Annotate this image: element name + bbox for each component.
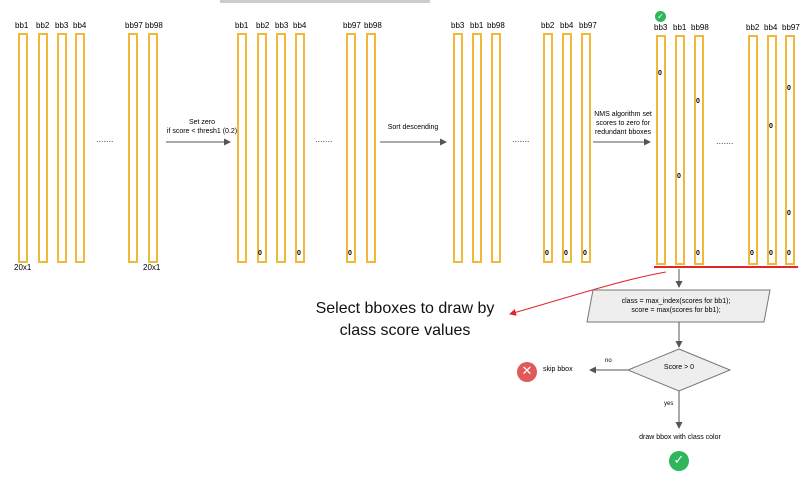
process-line: score = max(scores for bb1); <box>631 307 721 314</box>
step-line: redundant bboxes <box>594 129 652 136</box>
score-bar <box>543 33 553 263</box>
step-line: scores to zero for <box>595 120 651 127</box>
bar-label: bb2 <box>746 23 760 32</box>
bar-label: bb97 <box>125 21 143 30</box>
process-line: class = max_index(scores for bb1); <box>621 298 731 305</box>
zero-score: 0 <box>787 210 791 217</box>
bar-label: bb98 <box>145 21 163 30</box>
flow-caption: Select bboxes to draw by class score val… <box>300 298 510 342</box>
score-bar <box>656 35 666 265</box>
bar-label: bb1 <box>673 23 687 32</box>
zero-score: 0 <box>769 250 773 257</box>
bar-label: bb4 <box>560 21 574 30</box>
zero-score: 0 <box>583 250 587 257</box>
zero-score: 0 <box>658 70 662 77</box>
zero-score: 0 <box>787 85 791 92</box>
caption-line: Select bboxes to draw by <box>315 300 495 317</box>
score-bar <box>346 33 356 263</box>
score-bar <box>75 33 85 263</box>
process-box: class = max_index(scores for bb1); score… <box>587 290 765 322</box>
bar-label: bb1 <box>470 21 484 30</box>
bar-label: bb4 <box>73 21 87 30</box>
bar-label: bb98 <box>487 21 505 30</box>
bar-label: bb1 <box>235 21 249 30</box>
score-bar <box>491 33 501 263</box>
score-bar <box>276 33 286 263</box>
step-nms: NMS algorithm set scores to zero for red… <box>589 110 657 137</box>
dimension-label: 20x1 <box>14 263 32 272</box>
zero-score: 0 <box>545 250 549 257</box>
bar-label: bb2 <box>541 21 555 30</box>
zero-score: 0 <box>696 98 700 105</box>
zero-score: 0 <box>787 250 791 257</box>
caption-line: class score values <box>339 322 471 339</box>
step-line: Set zero <box>188 119 216 126</box>
score-bar <box>748 35 758 265</box>
score-bar <box>257 33 267 263</box>
bar-label: bb3 <box>55 21 69 30</box>
zero-score: 0 <box>564 250 568 257</box>
ellipsis: ....... <box>512 134 530 144</box>
check-icon: ✓ <box>655 11 666 22</box>
score-bar <box>38 33 48 263</box>
score-bar <box>785 35 795 265</box>
yes-branch-label: yes <box>664 401 674 407</box>
score-bar <box>767 35 777 265</box>
bar-label: bb97 <box>343 21 361 30</box>
bar-label: bb98 <box>691 23 709 32</box>
score-bar <box>453 33 463 263</box>
bar-label: bb2 <box>256 21 270 30</box>
score-bar <box>18 33 28 263</box>
score-bar <box>581 33 591 263</box>
score-bar <box>675 35 685 265</box>
score-bar <box>148 33 158 263</box>
draw-label: draw bbox with class color <box>639 434 721 441</box>
check-icon: ✓ <box>669 451 689 471</box>
zero-score: 0 <box>677 173 681 180</box>
zero-score: 0 <box>297 250 301 257</box>
cross-icon: ✕ <box>517 362 537 382</box>
bar-label: bb2 <box>36 21 50 30</box>
bar-label: bb1 <box>15 21 29 30</box>
bar-label: bb3 <box>451 21 465 30</box>
step-set-zero: Set zero if score < thresh1 (0.2) <box>158 118 246 136</box>
no-branch-label: no <box>605 358 612 364</box>
score-bar <box>237 33 247 263</box>
zero-score: 0 <box>696 250 700 257</box>
score-bar <box>57 33 67 263</box>
score-bar <box>472 33 482 263</box>
bar-label: bb97 <box>782 23 800 32</box>
zero-score: 0 <box>769 123 773 130</box>
ellipsis: ....... <box>96 134 114 144</box>
zero-score: 0 <box>750 250 754 257</box>
decision-label: Score > 0 <box>663 364 695 371</box>
ellipsis: ....... <box>315 134 333 144</box>
skip-label: skip bbox <box>543 366 573 373</box>
ellipsis: ....... <box>716 136 734 146</box>
dimension-label: 20x1 <box>143 263 161 272</box>
score-bar <box>128 33 138 263</box>
zero-score: 0 <box>348 250 352 257</box>
bar-label: bb4 <box>764 23 778 32</box>
score-bar <box>366 33 376 263</box>
bar-label: bb3 <box>654 23 668 32</box>
step-sort: Sort descending <box>387 124 439 131</box>
bar-label: bb3 <box>275 21 289 30</box>
bar-label: bb4 <box>293 21 307 30</box>
score-bar <box>562 33 572 263</box>
score-bar <box>694 35 704 265</box>
zero-score: 0 <box>258 250 262 257</box>
step-line: if score < thresh1 (0.2) <box>166 128 238 135</box>
step-line: NMS algorithm set <box>594 111 652 118</box>
bar-label: bb97 <box>579 21 597 30</box>
top-divider <box>220 0 430 3</box>
bar-label: bb98 <box>364 21 382 30</box>
score-bar <box>295 33 305 263</box>
